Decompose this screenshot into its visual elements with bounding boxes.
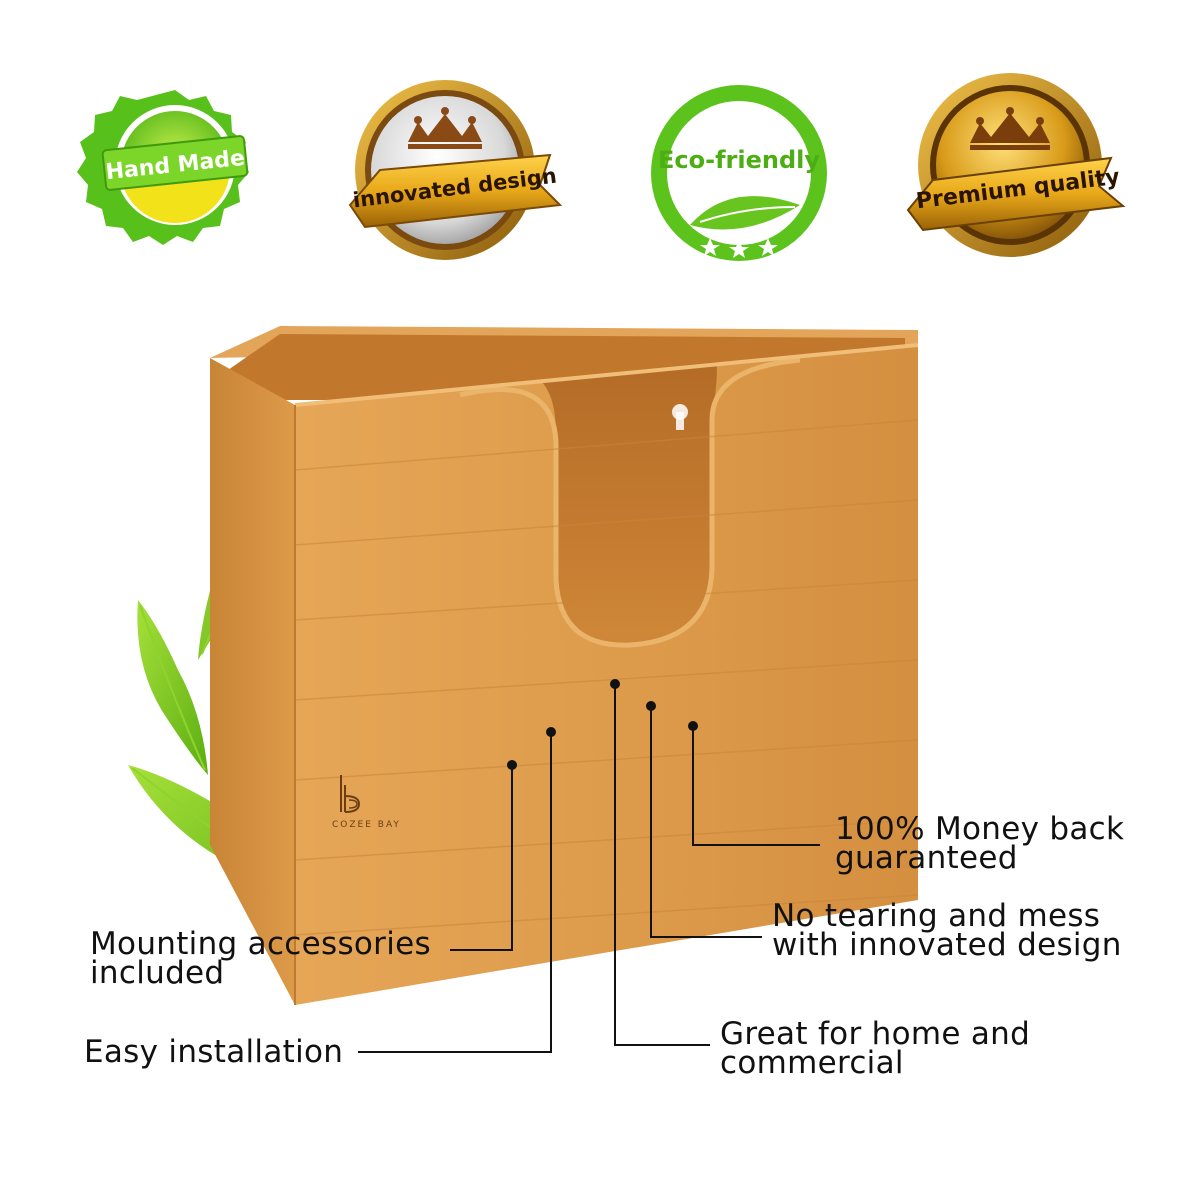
bamboo-leaf bbox=[137, 600, 208, 775]
eco-friendly-text: Eco-friendly bbox=[658, 146, 820, 174]
money-back-line1: 100% Money back bbox=[835, 811, 1125, 847]
money-back-label: 100% Money back guaranteed bbox=[835, 811, 1125, 876]
mounting-line1: Mounting accessories bbox=[90, 926, 431, 962]
great-line2: commercial bbox=[720, 1045, 904, 1081]
easy-install-text: Easy installation bbox=[84, 1034, 344, 1070]
crown-icon bbox=[970, 107, 1050, 150]
money-back-line2: guaranteed bbox=[835, 840, 1018, 876]
bamboo-dispenser bbox=[210, 326, 919, 1005]
brand-logo: COZEE BAY bbox=[332, 775, 401, 830]
no-tearing-line1: No tearing and mess bbox=[772, 898, 1101, 934]
star-icons bbox=[700, 238, 778, 258]
easy-install-label: Easy installation bbox=[84, 1034, 344, 1070]
great-line1: Great for home and bbox=[720, 1016, 1031, 1052]
eco-friendly-badge: Eco-friendly bbox=[651, 85, 827, 261]
premium-quality-badge: Premium quality bbox=[906, 73, 1126, 257]
innovated-design-badge: innovated design bbox=[348, 80, 563, 260]
no-tearing-label: No tearing and mess with innovated desig… bbox=[772, 898, 1122, 963]
leaf-icon bbox=[690, 196, 800, 230]
hand-made-badge: Hand Made bbox=[77, 90, 249, 245]
callout-lines bbox=[358, 684, 820, 1053]
callout-dots bbox=[507, 679, 698, 770]
brand-name: COZEE BAY bbox=[332, 820, 401, 830]
crown-icon bbox=[408, 107, 482, 149]
mounting-label: Mounting accessories included bbox=[90, 926, 431, 991]
great-for-label: Great for home and commercial bbox=[720, 1016, 1031, 1081]
mounting-line2: included bbox=[90, 955, 225, 991]
no-tearing-line2: with innovated design bbox=[772, 927, 1122, 963]
